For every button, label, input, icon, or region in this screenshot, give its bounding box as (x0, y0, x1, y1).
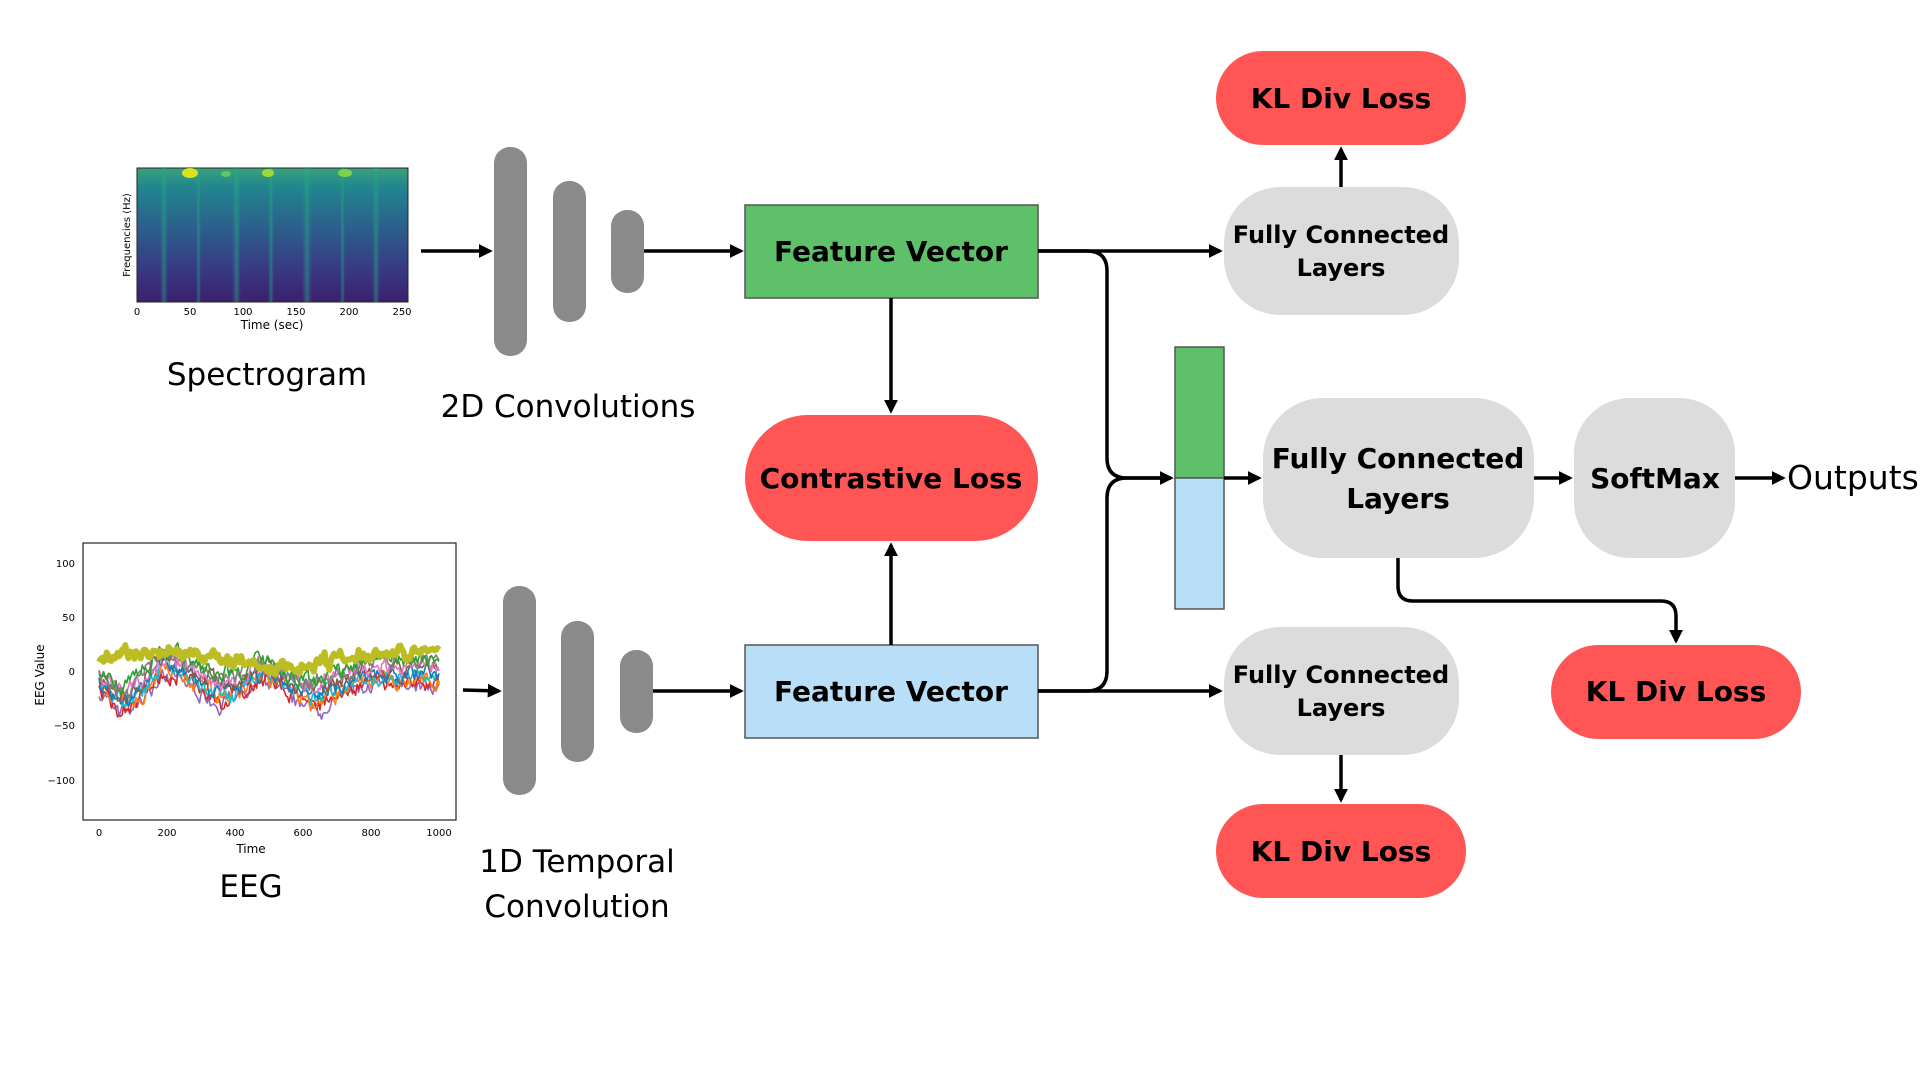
fc-top-line2: Layers (1297, 254, 1386, 282)
eeg-x-tick: 1000 (426, 828, 451, 839)
feature-vector-top-label: Feature Vector (774, 235, 1008, 268)
conv2d-block-large (494, 147, 527, 356)
kl-loss-right: KL Div Loss (1551, 645, 1801, 739)
conv1d-block-large (503, 586, 536, 795)
concat-segment-spectrogram (1174, 346, 1225, 479)
conv2d-caption: 2D Convolutions (441, 389, 696, 425)
spectrogram-x-tick: 200 (339, 307, 358, 318)
conv1d-block-small (620, 650, 653, 733)
fc-main-line2: Layers (1346, 482, 1450, 515)
eeg-x-ticks: 0 200 400 600 800 1000 (96, 828, 452, 839)
kl-loss-bottom: KL Div Loss (1216, 804, 1466, 898)
fc-bottom: Fully Connected Layers (1224, 627, 1459, 755)
fc-top-line1: Fully Connected (1233, 221, 1449, 249)
spectrogram-caption: Spectrogram (167, 357, 367, 393)
spectrogram-texture (160, 168, 380, 302)
eeg-plot: 100 50 0 −50 −100 0 200 400 600 800 1000… (33, 542, 457, 905)
contrastive-loss-label: Contrastive Loss (760, 462, 1023, 495)
conv1d-caption-line2: Convolution (484, 889, 669, 925)
eeg-y-tick: −100 (48, 776, 75, 787)
feature-vector-top: Feature Vector (744, 204, 1039, 299)
conv2d-block-medium (553, 181, 586, 322)
spectrogram-y-label: Frequencies (Hz) (122, 193, 133, 277)
eeg-x-label: Time (235, 842, 265, 856)
eeg-traces (96, 642, 442, 720)
eeg-x-tick: 600 (293, 828, 312, 839)
conv2d-block-small (611, 210, 644, 293)
eeg-y-tick: 100 (56, 559, 75, 570)
eeg-x-tick: 400 (225, 828, 244, 839)
arrow-feature-bottom-to-concat (1038, 476, 1171, 693)
arrow-eeg-to-conv1d (462, 683, 502, 698)
softmax-label: SoftMax (1590, 462, 1720, 495)
eeg-x-tick: 200 (157, 828, 176, 839)
outputs-label: Outputs (1787, 458, 1919, 497)
conv1d-stack: 1D Temporal Convolution (479, 586, 675, 925)
eeg-y-tick: 50 (62, 613, 75, 624)
spectrogram-x-tick: 250 (392, 307, 411, 318)
eeg-y-ticks: 100 50 0 −50 −100 (48, 559, 75, 787)
fc-bottom-line1: Fully Connected (1233, 661, 1449, 689)
conv1d-caption-line1: 1D Temporal (479, 844, 674, 880)
kl-loss-bottom-label: KL Div Loss (1251, 835, 1432, 868)
fc-main: Fully Connected Layers (1263, 398, 1534, 558)
softmax: SoftMax (1574, 398, 1735, 558)
fc-main-line1: Fully Connected (1272, 442, 1525, 475)
contrastive-loss: Contrastive Loss (745, 415, 1038, 541)
spectrogram-x-ticks: 0 50 100 150 200 250 (134, 307, 412, 318)
connectors (421, 146, 1786, 803)
eeg-caption: EEG (219, 869, 282, 905)
eeg-trace (98, 651, 440, 705)
concat-segment-eeg (1174, 477, 1225, 610)
conv2d-stack: 2D Convolutions (441, 147, 696, 425)
concatenated-vector (1174, 346, 1225, 610)
feature-vector-bottom-label: Feature Vector (774, 675, 1008, 708)
eeg-trace (98, 648, 440, 708)
fc-bottom-line2: Layers (1297, 694, 1386, 722)
eeg-x-tick: 800 (361, 828, 380, 839)
arrow-feature-top-to-concat (1038, 249, 1174, 485)
spectrogram-x-tick: 150 (286, 307, 305, 318)
spectrogram-x-label: Time (sec) (240, 318, 304, 332)
spectrogram-x-tick: 0 (134, 307, 140, 318)
fc-top: Fully Connected Layers (1224, 187, 1459, 315)
spectrogram-x-tick: 50 (184, 307, 197, 318)
kl-loss-top: KL Div Loss (1216, 51, 1466, 145)
eeg-y-label: EEG Value (33, 644, 47, 705)
feature-vector-bottom: Feature Vector (744, 644, 1039, 739)
eeg-trace (96, 642, 442, 678)
arrow-fc-main-to-kl-right (1396, 558, 1683, 644)
kl-loss-right-label: KL Div Loss (1586, 675, 1767, 708)
eeg-y-tick: 0 (69, 667, 75, 678)
eeg-y-tick: −50 (54, 721, 75, 732)
conv1d-block-medium (561, 621, 594, 762)
spectrogram-plot: 0 50 100 150 200 250 Time (sec) Frequenc… (122, 167, 412, 393)
kl-loss-top-label: KL Div Loss (1251, 82, 1432, 115)
spectrogram-x-tick: 100 (233, 307, 252, 318)
eeg-x-tick: 0 (96, 828, 102, 839)
